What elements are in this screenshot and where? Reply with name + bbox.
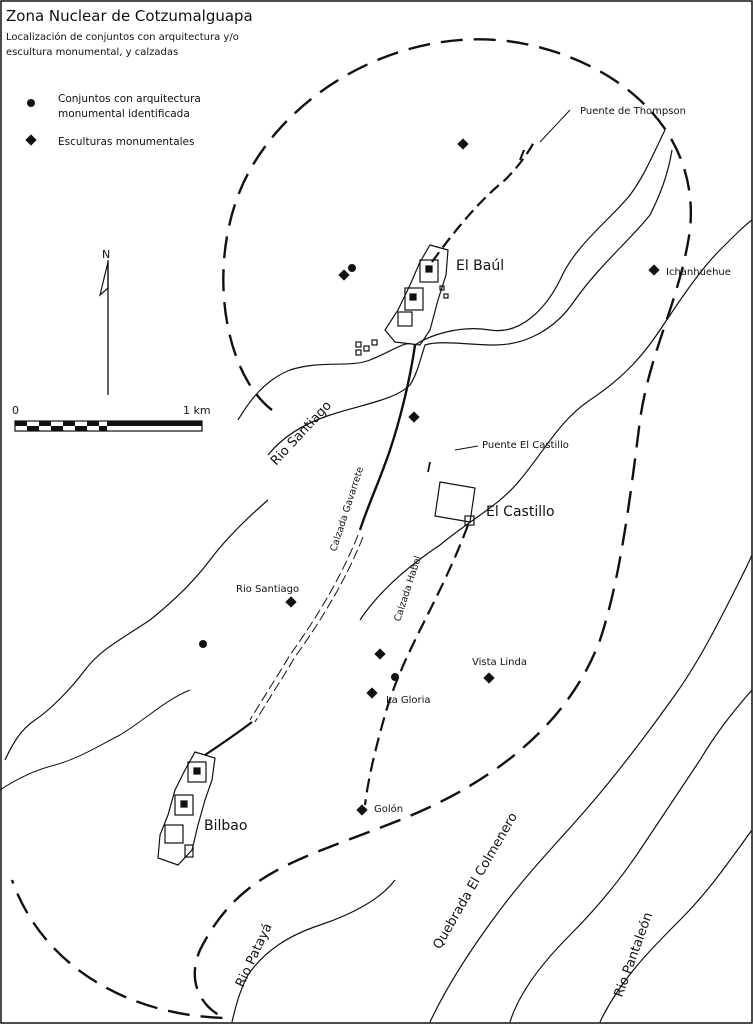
- thompson-leader-line: [539, 109, 571, 143]
- site-label-el-castillo: El Castillo: [486, 504, 555, 520]
- castillo-bridge-leader: [454, 445, 479, 451]
- architecture-markers: [199, 264, 399, 681]
- architecture-marker-el-baul-west: [348, 264, 356, 272]
- calzada-gavarrete-double-a: [249, 534, 359, 721]
- calzada-habel: [363, 524, 470, 806]
- legend-sculpture-label: Esculturas monumentales: [58, 136, 195, 148]
- site-label-ichanhuehue: Ichanhuehue: [666, 267, 731, 278]
- calzada-gavarrete-solid: [358, 344, 417, 531]
- bridge-thompson-label: Puente de Thompson: [580, 106, 686, 117]
- river-colmenero-east: [429, 554, 753, 1023]
- river-pataya-west-bank: [4, 499, 269, 761]
- sculpture-marker-vista-linda: [483, 672, 495, 684]
- sculpture-marker-el-baul-west: [338, 269, 350, 281]
- bridge-castillo-label: Puente El Castillo: [482, 440, 569, 451]
- bridge-thompson-marker: [519, 149, 525, 161]
- river-label-colmenero: Quebrada El Colmenero: [430, 810, 520, 952]
- legend-architecture-icon: [27, 99, 35, 107]
- nuclear-zone-boundary: [10, 38, 693, 1020]
- site-label-vista-linda: Vista Linda: [472, 657, 527, 668]
- el-castillo-site-plan: [434, 481, 476, 526]
- scale-start-label: 0: [12, 404, 19, 417]
- calzada-gavarrete-double-b: [254, 536, 364, 723]
- north-label: N: [102, 248, 110, 261]
- site-label-bilbao: Bilbao: [204, 818, 247, 834]
- site-label-el-baul: El Baúl: [456, 258, 504, 274]
- road-label-habel: Calzada Habel: [392, 555, 424, 623]
- architecture-marker-west: [199, 640, 207, 648]
- sculpture-marker-habel: [374, 648, 386, 660]
- site-label-la-gloria: La Gloria: [386, 695, 431, 706]
- sculpture-marker-golon: [356, 804, 368, 816]
- site-label-golon: Golón: [374, 803, 403, 815]
- sculpture-marker-gavarrete: [408, 411, 420, 423]
- river-colmenero-west: [509, 689, 753, 1023]
- river-label-pantaleon: Rio Pantaleón: [612, 911, 657, 1000]
- map-title: Zona Nuclear de Cotzumalguapa: [6, 7, 253, 25]
- bilbao-site-plan: [157, 751, 216, 866]
- river-santiago-south-bank: [267, 149, 673, 456]
- river-label-santiago: Rio Santiago: [268, 398, 335, 468]
- river-santiago-north-bank: [237, 129, 666, 421]
- el-baul-site-plan: [355, 244, 449, 356]
- scale-end-label: 1 km: [183, 404, 211, 417]
- legend-architecture-label-2: monumental identificada: [58, 108, 190, 120]
- river-inner-bank: [0, 689, 191, 791]
- river-label-pataya: Rio Patayá: [233, 921, 276, 990]
- sculpture-marker-la-gloria: [366, 687, 378, 699]
- legend-architecture-label-1: Conjuntos con arquitectura: [58, 93, 201, 105]
- calzada-thompson: [431, 139, 536, 263]
- bridge-castillo-marker: [427, 461, 431, 473]
- river-pataya-east-bank: [359, 219, 753, 621]
- sculpture-marker-rio-santiago: [285, 596, 297, 608]
- site-label-rio-santiago: Rio Santiago: [236, 584, 299, 595]
- river-pataya-channel: [231, 879, 396, 1023]
- map-subtitle-line-1: Localización de conjuntos con arquitectu…: [6, 31, 239, 43]
- sculpture-markers: [285, 138, 660, 816]
- road-label-gavarrete: Calzada Gavarrete: [328, 465, 366, 552]
- architecture-marker-la-gloria: [391, 673, 399, 681]
- map-subtitle-line-2: escultura monumental, y calzadas: [6, 47, 178, 58]
- sculpture-marker-north: [457, 138, 469, 150]
- calzada-gavarrete-south: [204, 721, 253, 756]
- north-arrow-icon: [98, 260, 109, 395]
- scale-bar: [14, 420, 203, 432]
- legend-sculpture-icon: [25, 134, 37, 146]
- river-pantaleon-bank: [599, 829, 753, 1023]
- sculpture-marker-ichanhuehue: [648, 264, 660, 276]
